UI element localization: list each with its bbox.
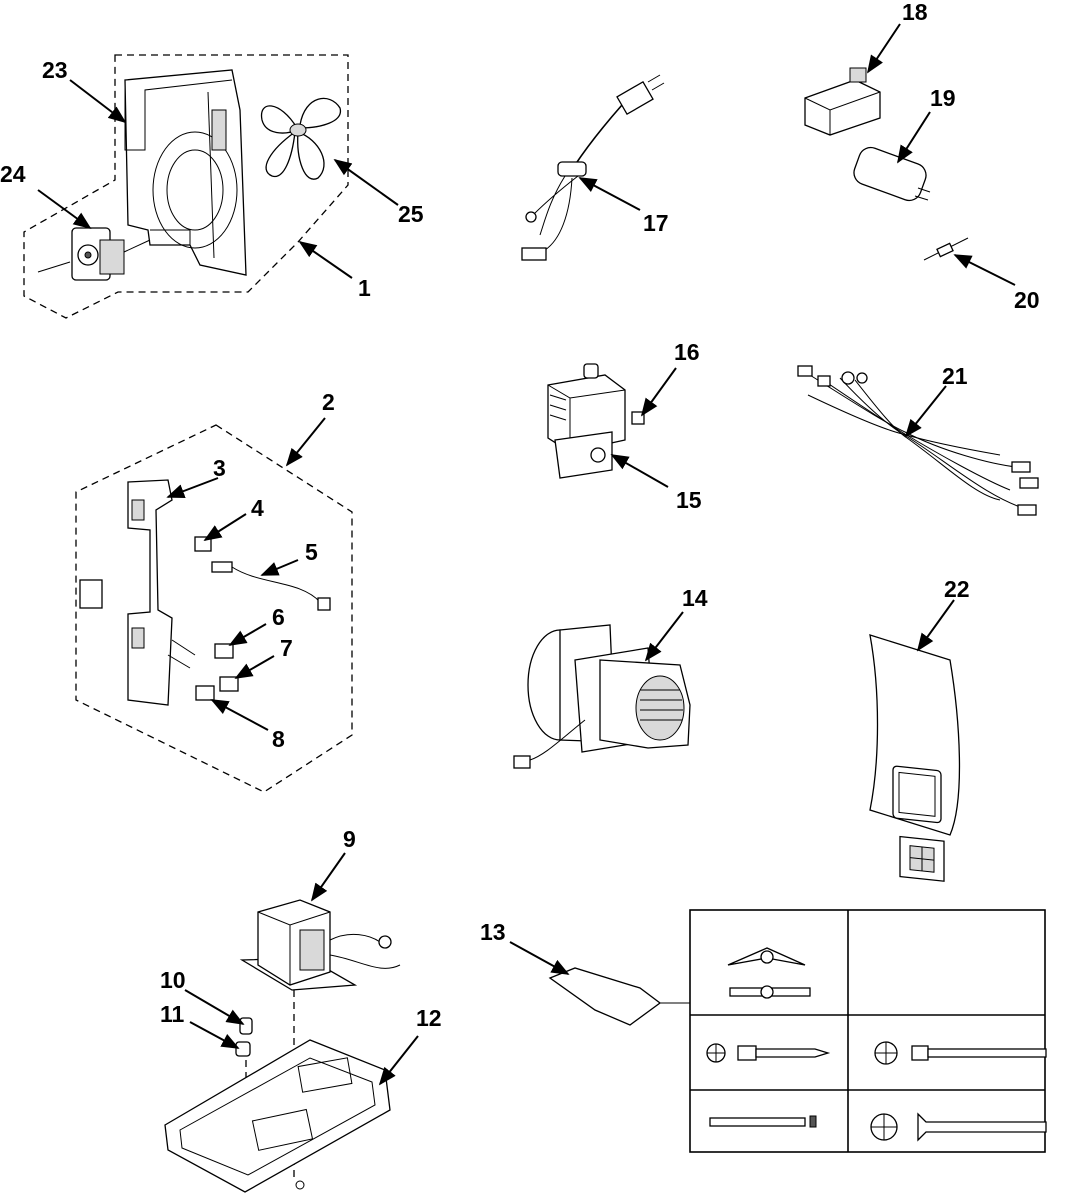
callout-11: 11 (160, 1001, 185, 1027)
callout-24: 24 (0, 161, 26, 187)
hardware-bag-icon (548, 967, 690, 1026)
callout-14: 14 (682, 585, 708, 611)
fan-motor-icon (37, 227, 151, 281)
base-plate-icon (164, 1039, 391, 1193)
callout-1: 1 (358, 275, 371, 301)
callout-labels: 1 2 3 4 5 6 7 8 9 10 11 12 13 14 15 16 1… (0, 0, 1040, 1031)
callout-12: 12 (416, 1005, 442, 1031)
hardware-table (689, 909, 1047, 1153)
assembly-1-fan-bracket (23, 54, 349, 319)
callout-23: 23 (42, 57, 68, 83)
callout-5: 5 (305, 539, 318, 565)
leader-lines (37, 23, 1016, 1086)
capacitor-icon (853, 146, 931, 202)
callout-6: 6 (272, 604, 285, 630)
callout-19: 19 (930, 85, 956, 111)
callout-3: 3 (213, 455, 226, 481)
callout-25: 25 (398, 201, 424, 227)
callout-18: 18 (902, 0, 928, 25)
callout-2: 2 (322, 389, 335, 415)
wire-harness-icon (797, 365, 1039, 516)
callout-7: 7 (280, 635, 293, 661)
assembly-2-latch-board (75, 424, 353, 793)
callout-8: 8 (272, 726, 285, 752)
callout-4: 4 (251, 495, 264, 521)
fan-blade-icon (260, 97, 341, 180)
callout-9: 9 (343, 826, 356, 852)
callout-10: 10 (160, 967, 186, 993)
vent-panel-icon (869, 634, 961, 882)
power-cord-icon (521, 74, 665, 261)
diode-icon (923, 237, 969, 261)
callout-17: 17 (643, 210, 669, 236)
callout-13: 13 (480, 919, 506, 945)
magnetron-icon (547, 363, 645, 479)
callout-20: 20 (1014, 287, 1040, 313)
blower-motor-icon (513, 624, 691, 769)
capacitor-bracket-icon (804, 67, 881, 136)
callout-21: 21 (942, 363, 968, 389)
callout-22: 22 (944, 576, 970, 602)
callout-16: 16 (674, 339, 700, 365)
callout-15: 15 (676, 487, 702, 513)
